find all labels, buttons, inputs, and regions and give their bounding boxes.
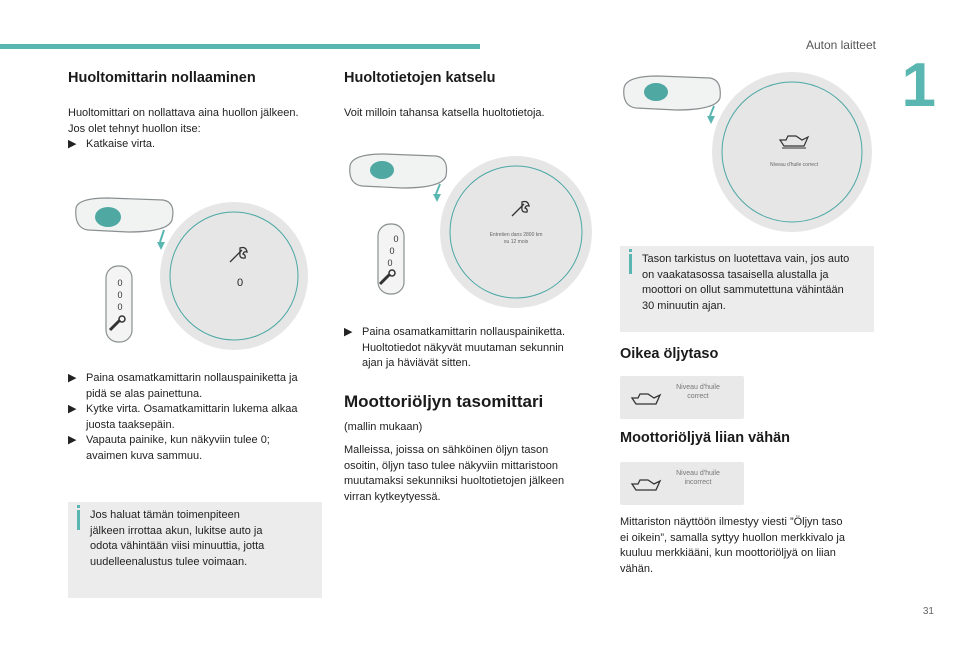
svg-text:0: 0 [117, 290, 122, 300]
arrow-icon [435, 183, 441, 195]
oil-can-icon [630, 479, 662, 491]
wrench-icon [511, 200, 530, 217]
col1-bullet-2: ▶Kytke virta. Osamatkamittarin lukema al… [68, 403, 298, 431]
svg-text:0: 0 [389, 246, 394, 256]
wrench-icon [378, 269, 396, 286]
svg-text:0: 0 [117, 278, 122, 288]
col1-title: Huoltomittarin nollaaminen [68, 70, 256, 86]
wrench-icon [229, 246, 248, 263]
reset-illustration-svg: 0 0 0 0 [75, 197, 308, 350]
gauge-dial [160, 202, 308, 350]
view-illustration: Entretien dans 2800 km ou 12 mois 0 0 0 [344, 146, 594, 311]
bullet-marker-icon: ▶ [68, 138, 77, 150]
col1-intro-bullet: ▶Katkaise virta. [68, 137, 328, 153]
low-level-title: Moottoriöljyä liian vähän [620, 430, 790, 446]
svg-text:0: 0 [393, 234, 398, 244]
col1-intro: Huoltomittari on nollattava aina huollon… [68, 107, 299, 135]
gauge-value: 0 [237, 277, 243, 289]
section-label: Auton laitteet [805, 38, 876, 52]
col3-note: Tason tarkistus on luotettava vain, jos … [620, 246, 874, 332]
chapter-number: 1 [901, 51, 936, 120]
reset-illustration: 0 0 0 0 [68, 180, 333, 360]
svg-text:ou 12 mois: ou 12 mois [504, 239, 529, 245]
low-level-body: Mittariston näyttöön ilmestyy viesti ”Öl… [620, 516, 845, 575]
svg-text:Niveau d'huile correct: Niveau d'huile correct [770, 162, 819, 168]
ok-level-title: Oikea öljytaso [620, 346, 719, 362]
info-icon [77, 505, 80, 530]
col2-bullet: ▶Paina osamatkamittarin nollauspainikett… [344, 326, 566, 369]
col2-intro: Voit milloin tahansa katsella huoltotiet… [344, 107, 545, 119]
header-accent-bar [0, 44, 480, 49]
oil-level-illustration: Niveau d'huile correct [620, 70, 875, 238]
oil-can-icon [630, 393, 662, 405]
counter-pod [105, 265, 133, 343]
page-number: 31 [922, 606, 934, 617]
info-icon [629, 249, 632, 274]
gauge-dial [440, 156, 592, 308]
oil-gauge-subtitle: (mallin mukaan) [344, 421, 423, 433]
col1-bullet-3: ▶Vapauta painike, kun näkyviin tulee 0;a… [68, 434, 270, 462]
arrow-icon [159, 229, 165, 243]
svg-text:0: 0 [117, 302, 122, 312]
svg-text:0: 0 [387, 258, 392, 268]
oil-can-icon [778, 135, 810, 149]
button-knob [95, 207, 121, 227]
gauge-dial [712, 72, 872, 232]
wrench-icon [108, 315, 126, 332]
oil-gauge-title: Moottoriöljyn tasomittari [344, 392, 544, 411]
col1-bullet-1: ▶Paina osamatkamittarin nollauspainikett… [68, 372, 298, 400]
col2-title: Huoltotietojen katselu [344, 70, 496, 86]
oil-gauge-body: Malleissa, joissa on sähköinen öljyn tas… [344, 444, 565, 503]
arrow-icon [709, 105, 715, 117]
col1-note: Jos haluat tämän toimenpiteen jälkeen ir… [68, 502, 322, 598]
svg-text:Entretien dans 2800 km: Entretien dans 2800 km [490, 232, 543, 238]
